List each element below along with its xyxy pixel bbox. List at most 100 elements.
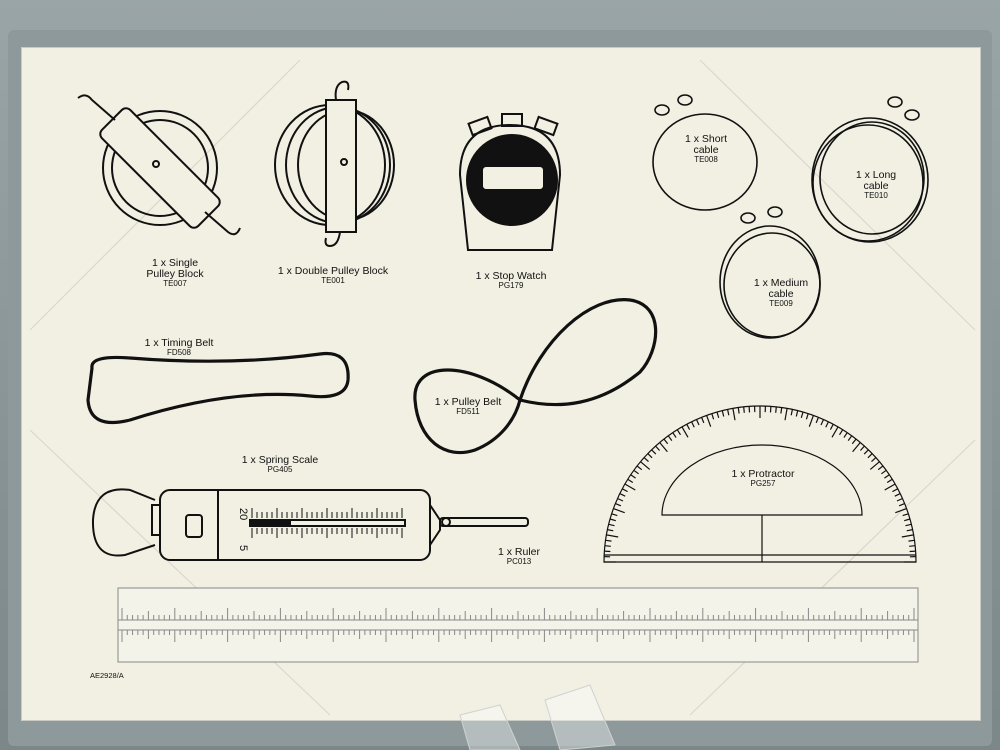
tick-mark bbox=[820, 419, 825, 426]
tick-mark bbox=[672, 432, 677, 438]
tick-mark bbox=[732, 408, 736, 421]
tick-mark bbox=[871, 457, 877, 463]
item-label-short-cable: 1 x Short cable TE008 bbox=[676, 133, 736, 164]
tick-mark bbox=[607, 529, 614, 532]
tick-mark bbox=[902, 513, 909, 517]
spring-scale-drawing: 20 5 bbox=[91, 488, 529, 561]
tick-mark bbox=[737, 407, 740, 414]
tick-mark bbox=[611, 513, 618, 517]
tick-mark bbox=[655, 445, 661, 451]
ruler-ticks bbox=[121, 608, 915, 642]
tick-mark bbox=[775, 406, 777, 413]
tick-mark bbox=[843, 432, 848, 438]
item-label-double-pulley-block: 1 x Double Pulley Block TE001 bbox=[268, 265, 398, 285]
tick-mark bbox=[795, 410, 799, 417]
tick-mark bbox=[721, 410, 725, 417]
tick-mark bbox=[790, 409, 793, 416]
item-code: PG257 bbox=[750, 479, 776, 489]
item-name: 1 x Single Pulley Block bbox=[146, 257, 204, 281]
tick-mark bbox=[624, 483, 636, 491]
protractor-ticks bbox=[604, 406, 916, 563]
tick-mark bbox=[825, 421, 829, 428]
item-code: FD511 bbox=[456, 407, 480, 417]
scale-mark-top: 20 bbox=[237, 508, 249, 520]
tick-mark bbox=[863, 449, 869, 455]
tick-mark bbox=[859, 445, 865, 451]
tick-mark bbox=[615, 503, 622, 507]
tick-mark bbox=[716, 411, 720, 418]
protractor-drawing bbox=[603, 405, 917, 563]
item-name: 1 x Medium cable bbox=[753, 277, 809, 301]
tick-mark bbox=[829, 424, 834, 430]
tick-mark bbox=[877, 465, 884, 471]
tick-mark bbox=[701, 417, 705, 424]
item-name: 1 x Short cable bbox=[684, 133, 728, 157]
item-label-medium-cable: 1 x Medium cable TE009 bbox=[746, 277, 816, 309]
tick-mark bbox=[815, 417, 819, 424]
tick-mark bbox=[852, 442, 861, 453]
tick-mark bbox=[743, 406, 745, 413]
item-name: 1 x Double Pulley Block bbox=[277, 265, 389, 277]
item-code: TE007 bbox=[163, 279, 187, 289]
tick-mark bbox=[898, 503, 905, 507]
item-name: 1 x Spring Scale bbox=[241, 454, 319, 466]
double-pulley-block-drawing bbox=[274, 80, 395, 248]
tick-mark bbox=[727, 409, 730, 416]
tick-mark bbox=[604, 545, 611, 547]
tick-mark bbox=[627, 478, 634, 484]
sheet-code: AE2928/A bbox=[90, 671, 124, 680]
item-code: PG179 bbox=[498, 281, 524, 291]
item-code: TE009 bbox=[769, 299, 793, 309]
tick-mark bbox=[695, 419, 700, 426]
tick-mark bbox=[609, 518, 616, 522]
plastic-tab bbox=[459, 684, 616, 750]
item-code: FD508 bbox=[166, 348, 191, 358]
tick-mark bbox=[622, 488, 628, 493]
long-cable-drawing bbox=[811, 96, 929, 243]
stop-watch-drawing bbox=[458, 113, 562, 251]
tick-mark bbox=[784, 408, 788, 421]
tick-mark bbox=[619, 493, 626, 497]
tick-mark bbox=[881, 469, 887, 475]
tick-mark bbox=[892, 488, 898, 493]
tick-mark bbox=[906, 529, 913, 532]
item-label-ruler: 1 x Ruler PC013 bbox=[484, 546, 554, 566]
medium-cable-drawing bbox=[719, 206, 821, 339]
tick-mark bbox=[706, 415, 712, 427]
pulley-belt-drawing bbox=[413, 298, 658, 455]
spring-scale-ticks bbox=[251, 508, 403, 538]
tick-mark bbox=[659, 442, 668, 453]
item-code: TE010 bbox=[864, 191, 888, 201]
tick-mark bbox=[630, 474, 636, 479]
item-code: PG405 bbox=[267, 465, 293, 475]
item-name: 1 x Timing Belt bbox=[144, 337, 214, 349]
single-pulley-block-drawing bbox=[77, 94, 241, 236]
tick-mark bbox=[831, 426, 839, 438]
tick-mark bbox=[667, 435, 673, 441]
tick-mark bbox=[633, 469, 639, 475]
short-cable-drawing bbox=[652, 94, 758, 211]
tick-mark bbox=[640, 461, 651, 470]
tick-mark bbox=[901, 534, 914, 538]
tick-mark bbox=[605, 539, 612, 542]
item-label-stop-watch: 1 x Stop Watch PG179 bbox=[466, 270, 556, 291]
tick-mark bbox=[838, 429, 844, 436]
ruler-drawing bbox=[117, 587, 919, 663]
tick-mark bbox=[847, 435, 853, 441]
item-label-spring-scale: 1 x Spring Scale PG405 bbox=[232, 454, 328, 475]
item-label-long-cable: 1 x Long cable TE010 bbox=[846, 169, 906, 201]
tick-mark bbox=[895, 508, 907, 514]
tick-mark bbox=[643, 457, 649, 463]
item-label-timing-belt: 1 x Timing Belt FD508 bbox=[134, 337, 224, 358]
tick-mark bbox=[805, 413, 809, 420]
item-name: 1 x Protractor bbox=[731, 468, 795, 480]
tick-mark bbox=[676, 429, 682, 436]
item-label-pulley-belt: 1 x Pulley Belt FD511 bbox=[428, 396, 508, 417]
item-label-single-pulley-block: 1 x Single Pulley Block TE007 bbox=[140, 257, 210, 289]
item-name: 1 x Ruler bbox=[497, 546, 540, 558]
tick-mark bbox=[894, 493, 901, 497]
tick-mark bbox=[636, 465, 643, 471]
tick-mark bbox=[808, 415, 814, 427]
